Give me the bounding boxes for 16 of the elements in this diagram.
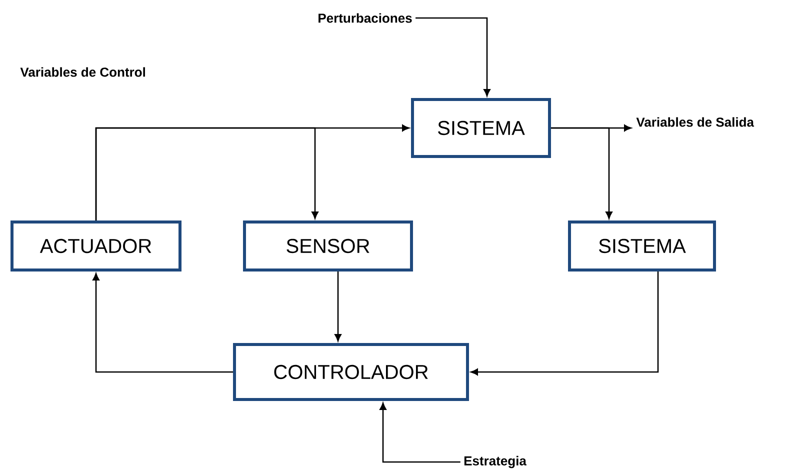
process-box: CONTROLADOR	[233, 343, 469, 401]
signal-label: Perturbaciones	[318, 13, 412, 23]
signal-label: Variables de Control	[20, 67, 145, 77]
process-box: ACTUADOR	[10, 220, 182, 272]
arrow	[470, 272, 659, 376]
process-box: SENSOR	[243, 220, 413, 272]
arrow	[95, 127, 318, 220]
arrow	[92, 273, 233, 373]
signal-label: Variables de Salida	[636, 117, 754, 127]
arrow	[380, 402, 460, 463]
arrow	[334, 272, 342, 342]
arrow	[551, 127, 612, 219]
arrow	[416, 17, 490, 96]
process-box: SISTEMA	[411, 98, 551, 158]
process-box: SISTEMA	[568, 220, 716, 272]
signal-label: Estrategia	[464, 456, 526, 468]
